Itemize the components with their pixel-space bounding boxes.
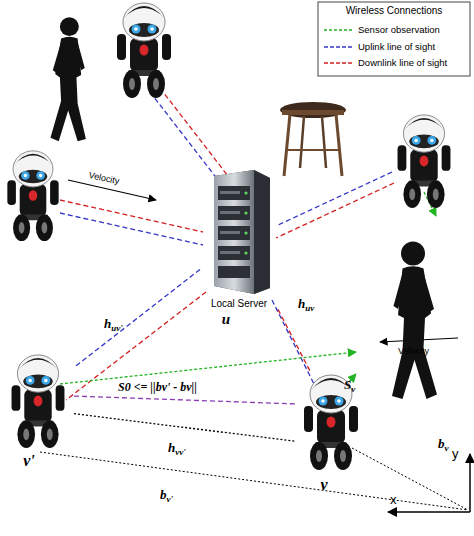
- distance-link: [74, 396, 296, 404]
- position-vector: [352, 448, 468, 510]
- robot: [117, 3, 171, 98]
- legend-title: Wireless Connections: [318, 5, 470, 16]
- legend-text: Sensor observation: [358, 24, 440, 35]
- robot-node: v: [296, 372, 366, 507]
- human: [392, 242, 437, 400]
- node-label: v': [23, 450, 53, 470]
- subscript: vv': [175, 447, 186, 457]
- legend-sample: [324, 29, 352, 31]
- x-axis: [388, 511, 470, 513]
- velocity-label: Velocity: [88, 170, 120, 186]
- robot: [398, 115, 451, 208]
- robot-symbol: [304, 375, 358, 470]
- server-symbol: [214, 170, 270, 294]
- y-axis: [469, 454, 471, 512]
- position-label: bv: [438, 436, 449, 453]
- axis-label: x: [390, 492, 397, 507]
- legend-text: Downlink line of sight: [358, 57, 447, 68]
- node-symbol: u: [222, 309, 256, 328]
- position-label: bv': [160, 487, 173, 504]
- subscript: uv: [305, 303, 314, 313]
- robot-graphic: [8, 352, 68, 450]
- node-label: Local Server: [211, 296, 267, 309]
- robot-symbol: [12, 355, 65, 448]
- subscript: v: [445, 443, 449, 453]
- edge-label: huv: [298, 296, 314, 313]
- robot-node: v': [2, 352, 74, 477]
- subscript: v': [167, 494, 174, 504]
- sensor-label: Sv: [344, 377, 355, 394]
- legend-box: [318, 2, 470, 76]
- legend-text: Uplink line of sight: [358, 41, 435, 52]
- legend-sample: [324, 46, 352, 48]
- uplink-link: [74, 269, 200, 367]
- downlink-link: [278, 309, 310, 372]
- edge-label: hvv': [168, 440, 186, 457]
- axis-label: y: [452, 446, 459, 461]
- table: [280, 102, 346, 176]
- position-vector: [40, 452, 468, 510]
- link-lines: [60, 88, 394, 400]
- legend-sample: [324, 62, 352, 64]
- server-graphic: [204, 168, 274, 296]
- human: [50, 17, 85, 141]
- subscript: uv': [111, 323, 123, 333]
- server-node: Local Serveru: [200, 168, 278, 348]
- node-label: v: [320, 472, 341, 494]
- edge-label: huv': [104, 316, 123, 333]
- subscript: v: [351, 384, 355, 394]
- channel-link: [74, 414, 296, 442]
- edge-label: S0 <= ||bv' - bv||: [118, 380, 197, 395]
- robot: [7, 151, 58, 241]
- velocity-label: Velocity: [398, 346, 429, 356]
